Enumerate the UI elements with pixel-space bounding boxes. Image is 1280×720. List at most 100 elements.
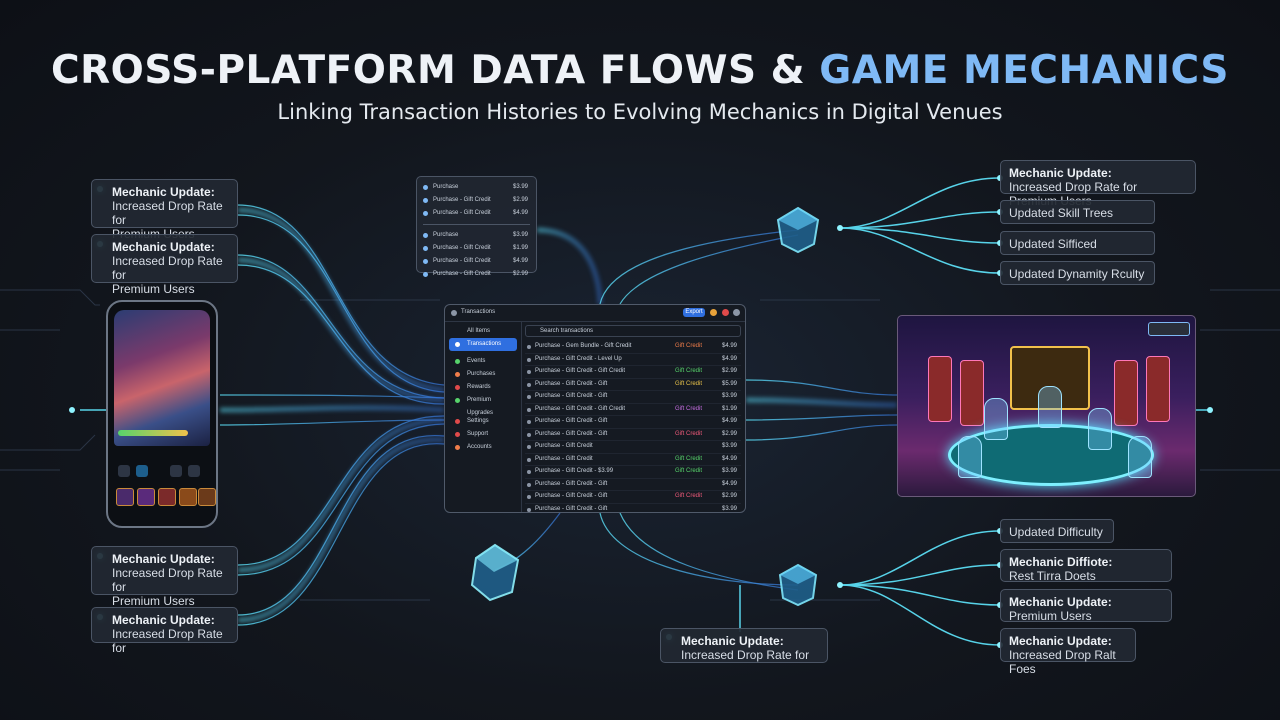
right-card-2: Mechanic Update: Premium Users [1000, 589, 1172, 622]
skill-slot-icon [158, 488, 176, 506]
card-line: Premium Users [112, 594, 229, 608]
receipt-row: Purchase - Gift Credit$2.99 [423, 268, 530, 281]
left-card-2: Mechanic Update: Increased Drop Rate for… [91, 234, 238, 283]
sidebar-item-premium[interactable]: Premium Upgrades [449, 394, 517, 407]
player-avatar [984, 398, 1008, 440]
sidebar-item-transactions[interactable]: Transactions [449, 338, 517, 351]
page-title: CROSS-PLATFORM DATA FLOWS & GAME MECHANI… [0, 48, 1280, 93]
crystal-bottom-icon [780, 565, 816, 605]
bottom-center-card: Mechanic Update: Increased Drop Rate for [660, 628, 828, 663]
table-row[interactable]: Purchase - Gift Credit - Gift$4.99 [525, 479, 741, 492]
player-avatar [958, 436, 982, 478]
player-avatar [1128, 436, 1152, 478]
card-line: Increased Drop Rate for [681, 648, 819, 662]
transaction-app-window: Transactions Export All Items Transactio… [444, 304, 746, 513]
app-titlebar: Transactions Export [445, 305, 745, 322]
card-line: Increased Drop Rate for [112, 627, 229, 655]
pill-skill-trees: Updated Skill Trees [1000, 200, 1155, 224]
app-logo-icon [451, 310, 457, 316]
mobile-game-phone [106, 300, 218, 528]
card-heading: Mechanic Update: [1009, 166, 1187, 180]
card-heading: Mechanic Update: [112, 613, 229, 627]
right-card-top: Mechanic Update: Increased Drop Rate for… [1000, 160, 1196, 194]
app-title: Transactions [461, 309, 495, 315]
sidebar-item-rewards[interactable]: Rewards [449, 381, 517, 394]
card-heading: Mechanic Update: [1009, 595, 1163, 609]
export-button[interactable]: Export [683, 308, 705, 317]
app-sidebar: All Items Transactions Events Purchases … [445, 321, 522, 512]
notification-icon[interactable] [710, 309, 717, 316]
right-card-3: Mechanic Update: Increased Drop Ralt Foe… [1000, 628, 1136, 662]
sidebar-item-all[interactable]: All Items [449, 325, 517, 338]
card-line: Rest Tirra Doets [1009, 569, 1163, 583]
card-line: Increased Drop Rate for [112, 566, 229, 594]
game-character-art [114, 310, 210, 446]
sidebar-item-events[interactable]: Events [449, 355, 517, 368]
card-heading: Mechanic Update: [112, 185, 229, 199]
card-heading: Mechanic Update: [112, 240, 229, 254]
pill-sifficed: Updated Sifficed [1000, 231, 1155, 255]
card-heading: Mechanic Update: [1009, 634, 1127, 648]
sidebar-item-settings[interactable]: Settings [449, 415, 517, 428]
receipt-divider [423, 224, 530, 225]
transaction-rows: Purchase - Gem Bundle - Gift CreditGift … [525, 341, 741, 513]
card-line: Increased Drop Rate for [112, 199, 229, 227]
receipt-row: Purchase$3.99 [423, 181, 530, 194]
menu-icon [118, 465, 130, 477]
skill-slot-icon [116, 488, 134, 506]
receipt-row: Purchase - Gift Credit$1.99 [423, 242, 530, 255]
receipt-row: Purchase - Gift Credit$2.99 [423, 194, 530, 207]
player-avatar [1088, 408, 1112, 450]
health-bar [118, 430, 188, 436]
transaction-list: Search transactions Purchase - Gem Bundl… [525, 323, 741, 508]
avatar[interactable] [733, 309, 740, 316]
page-subtitle: Linking Transaction Histories to Evolvin… [0, 100, 1280, 124]
left-card-1: Mechanic Update: Increased Drop Rate for… [91, 179, 238, 228]
title-part-2: GAME MECHANICS [819, 48, 1229, 93]
skill-slot-icon [179, 488, 197, 506]
sidebar-item-support[interactable]: Support [449, 428, 517, 441]
table-row[interactable]: Purchase - Gift Credit - Gift$3.99 [525, 391, 741, 404]
card-line: Increased Drop Rate for [112, 254, 229, 282]
receipt-row: Purchase - Gift Credit$4.99 [423, 207, 530, 220]
casino-venue-scene [897, 315, 1196, 497]
card-line: Premium Users [112, 282, 229, 296]
title-part-1: CROSS-PLATFORM DATA FLOWS & [51, 48, 805, 93]
slot-machine [1114, 360, 1138, 426]
left-card-3: Mechanic Update: Increased Drop Rate for… [91, 546, 238, 595]
card-line: Increased Drop Ralt Foes [1009, 648, 1127, 676]
table-row[interactable]: Purchase - Gift Credit - Gift$4.99 [525, 416, 741, 429]
table-row[interactable]: Purchase - Gift Credit$3.99 [525, 441, 741, 454]
pill-dynamity: Updated Dynamity Rculty [1000, 261, 1155, 285]
inventory-icon [170, 465, 182, 477]
search-input[interactable]: Search transactions [525, 325, 741, 337]
crystal-left-icon [472, 545, 518, 600]
purchase-receipt-panel: Purchase$3.99 Purchase - Gift Credit$2.9… [416, 176, 537, 273]
sidebar-item-accounts[interactable]: Accounts [449, 441, 517, 454]
card-heading: Mechanic Update: [681, 634, 819, 648]
receipt-row: Purchase$3.99 [423, 229, 530, 242]
sidebar-item-purchases[interactable]: Purchases [449, 368, 517, 381]
right-card-1: Mechanic Diffiote: Rest Tirra Doets [1000, 549, 1172, 582]
reward-icon [188, 465, 200, 477]
alert-icon[interactable] [722, 309, 729, 316]
table-row[interactable]: Purchase - Gift Credit - Level Up$4.99 [525, 354, 741, 367]
card-heading: Mechanic Diffiote: [1009, 555, 1163, 569]
venue-badge [1148, 322, 1190, 336]
chat-icon [136, 465, 148, 477]
table-row[interactable]: Purchase - Gift Credit - Gift$3.99 [525, 504, 741, 514]
skill-slot-icon [198, 488, 216, 506]
receipt-row: Purchase - Gift Credit$4.99 [423, 255, 530, 268]
slot-machine [1146, 356, 1170, 422]
skill-slot-icon [137, 488, 155, 506]
left-card-4: Mechanic Update: Increased Drop Rate for [91, 607, 238, 643]
crystal-top-icon [778, 208, 818, 252]
